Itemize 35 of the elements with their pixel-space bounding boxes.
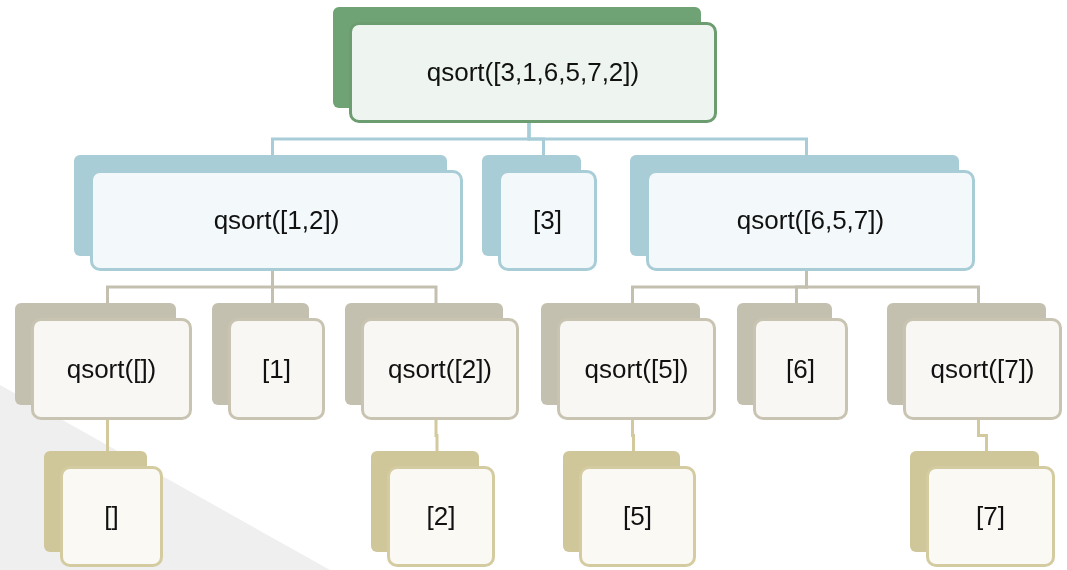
connector-line [271, 271, 438, 303]
connector-line [106, 420, 109, 451]
node-label: qsort([2]) [388, 353, 492, 385]
node-label: qsort([6,5,7]) [736, 205, 885, 236]
process-box [44, 451, 163, 567]
process-box [563, 451, 696, 567]
process-box [74, 155, 463, 271]
connector-line [805, 271, 980, 303]
process-box [737, 303, 848, 420]
process-box [212, 303, 325, 420]
node-label: [3] [533, 205, 562, 236]
node-label: qsort([7]) [930, 353, 1035, 385]
node-label: [6] [786, 353, 815, 385]
process-box [541, 303, 716, 420]
node-label: qsort([]) [66, 353, 157, 385]
connector-line [434, 420, 439, 451]
process-box [15, 303, 192, 420]
node-label: qsort([1,2]) [213, 205, 340, 236]
process-box [333, 7, 717, 123]
process-box [345, 303, 519, 420]
node-label: [7] [976, 501, 1005, 532]
process-box [887, 303, 1062, 420]
node-label: qsort([5]) [584, 353, 689, 385]
node-label: [] [104, 501, 119, 532]
process-box [482, 155, 597, 271]
connector-line [977, 420, 988, 451]
process-box [910, 451, 1055, 567]
node-label: [2] [426, 501, 456, 532]
node-label: [1] [262, 353, 291, 385]
node-label: qsort([3,1,6,5,7,2]) [426, 57, 640, 88]
process-box [371, 451, 495, 567]
process-box [630, 155, 975, 271]
node-label: [5] [623, 501, 652, 532]
connector-line [631, 420, 635, 451]
connector-line [527, 123, 808, 155]
